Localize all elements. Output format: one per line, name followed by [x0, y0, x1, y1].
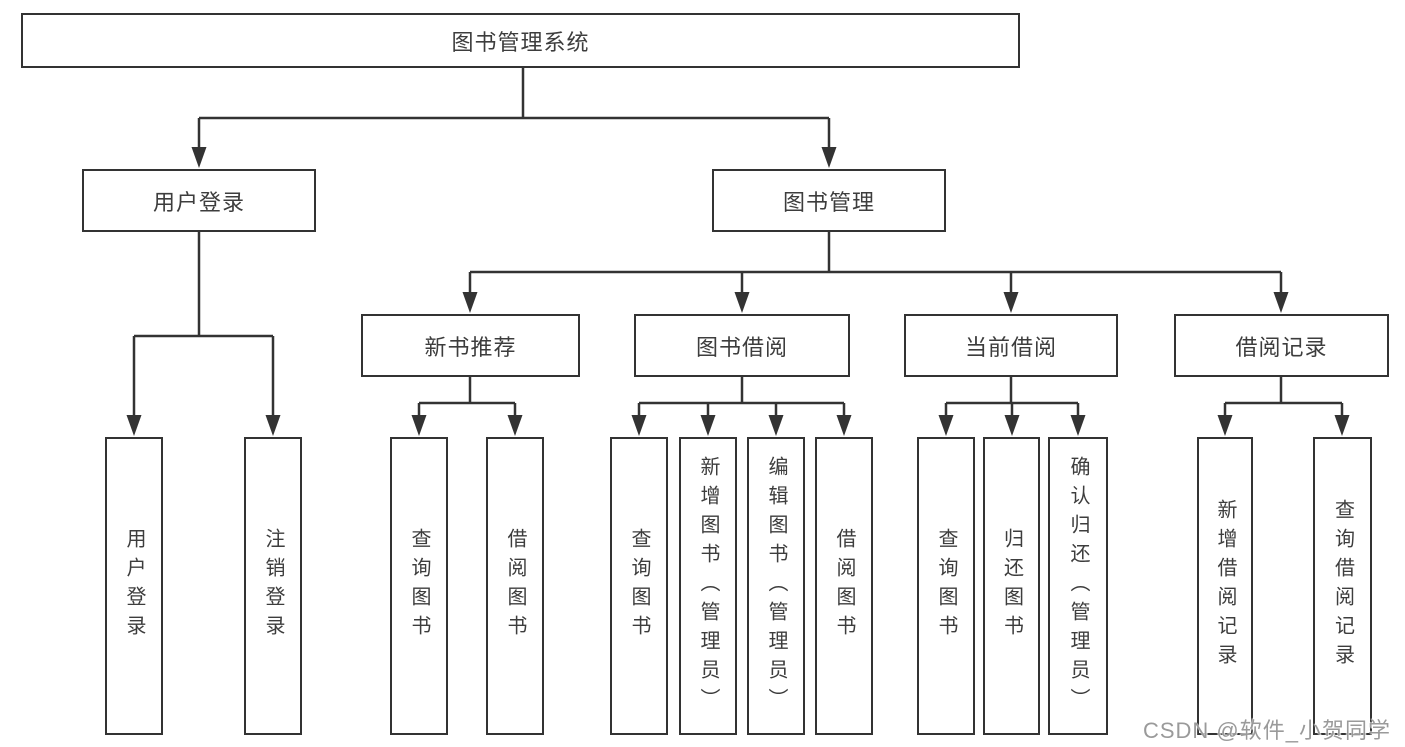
arrowhead — [1334, 415, 1350, 436]
node-query-books-current-label: 查询图书 — [935, 528, 957, 644]
node-add-book-admin: 新增图书（管理员） — [679, 437, 737, 735]
node-user-login-leaf-label: 用户登录 — [123, 528, 145, 644]
node-new-book-recommend: 新书推荐 — [361, 314, 580, 377]
node-borrow-books-recommend-label: 借阅图书 — [504, 528, 526, 644]
connector-new-book — [417, 377, 517, 421]
node-current-borrow-label: 当前借阅 — [964, 334, 1057, 360]
node-book-borrow-label: 图书借阅 — [695, 334, 788, 360]
node-query-books-recommend-label: 查询图书 — [408, 528, 430, 644]
node-edit-book-admin: 编辑图书（管理员） — [747, 437, 805, 735]
node-confirm-return-admin: 确认归还（管理员） — [1048, 437, 1108, 735]
arrowhead — [126, 415, 142, 436]
node-book-management: 图书管理 — [712, 169, 946, 232]
node-borrow-books-leaf-label: 借阅图书 — [833, 528, 855, 644]
arrowhead — [734, 292, 750, 313]
arrowhead — [507, 415, 523, 436]
node-root: 图书管理系统 — [21, 13, 1020, 68]
node-borrow-books-leaf: 借阅图书 — [815, 437, 873, 735]
node-book-management-label: 图书管理 — [782, 189, 875, 215]
arrowhead — [191, 147, 207, 168]
node-user-login: 用户登录 — [82, 169, 316, 232]
node-user-login-label: 用户登录 — [152, 189, 245, 215]
watermark: CSDN @软件_小贺同学 — [1142, 718, 1391, 743]
node-root-label: 图书管理系统 — [451, 29, 590, 55]
connector-book-management — [468, 232, 1283, 298]
node-query-books-borrow-label: 查询图书 — [628, 528, 650, 644]
arrowhead — [411, 415, 427, 436]
node-borrow-records: 借阅记录 — [1174, 314, 1389, 377]
arrowhead — [1070, 415, 1086, 436]
node-current-borrow: 当前借阅 — [904, 314, 1118, 377]
connector-root — [197, 68, 831, 152]
arrowhead — [1273, 292, 1289, 313]
arrowhead — [1217, 415, 1233, 436]
connector-book-borrow — [637, 377, 846, 421]
node-logout-leaf-label: 注销登录 — [262, 528, 284, 644]
node-user-login-leaf: 用户登录 — [105, 437, 163, 735]
node-add-book-admin-label: 新增图书（管理员） — [697, 455, 719, 717]
node-query-books-recommend: 查询图书 — [390, 437, 448, 735]
node-borrow-records-label: 借阅记录 — [1235, 334, 1328, 360]
node-borrow-books-recommend: 借阅图书 — [486, 437, 544, 735]
node-query-borrow-record-label: 查询借阅记录 — [1331, 499, 1354, 673]
arrowhead — [938, 415, 954, 436]
node-confirm-return-admin-label: 确认归还（管理员） — [1067, 455, 1089, 717]
node-book-borrow: 图书借阅 — [634, 314, 850, 377]
node-return-books: 归还图书 — [983, 437, 1040, 735]
node-new-book-recommend-label: 新书推荐 — [424, 334, 517, 360]
node-logout-leaf: 注销登录 — [244, 437, 302, 735]
arrowhead — [1004, 415, 1020, 436]
arrowhead — [462, 292, 478, 313]
arrowheads — [126, 147, 1350, 436]
node-add-borrow-record-label: 新增借阅记录 — [1214, 499, 1236, 673]
node-return-books-label: 归还图书 — [1000, 528, 1023, 644]
node-edit-book-admin-label: 编辑图书（管理员） — [765, 455, 787, 717]
node-query-books-current: 查询图书 — [917, 437, 975, 735]
arrowhead — [768, 415, 784, 436]
node-query-books-borrow: 查询图书 — [610, 437, 668, 735]
connector-borrow-records — [1223, 377, 1344, 421]
connector-current-borrow — [944, 377, 1080, 421]
arrowhead — [836, 415, 852, 436]
node-add-borrow-record: 新增借阅记录 — [1197, 437, 1253, 735]
arrowhead — [631, 415, 647, 436]
arrowhead — [1003, 292, 1019, 313]
node-query-borrow-record: 查询借阅记录 — [1313, 437, 1372, 735]
arrowhead — [700, 415, 716, 436]
connector-user-login — [132, 232, 275, 421]
arrowhead — [821, 147, 837, 168]
arrowhead — [265, 415, 281, 436]
